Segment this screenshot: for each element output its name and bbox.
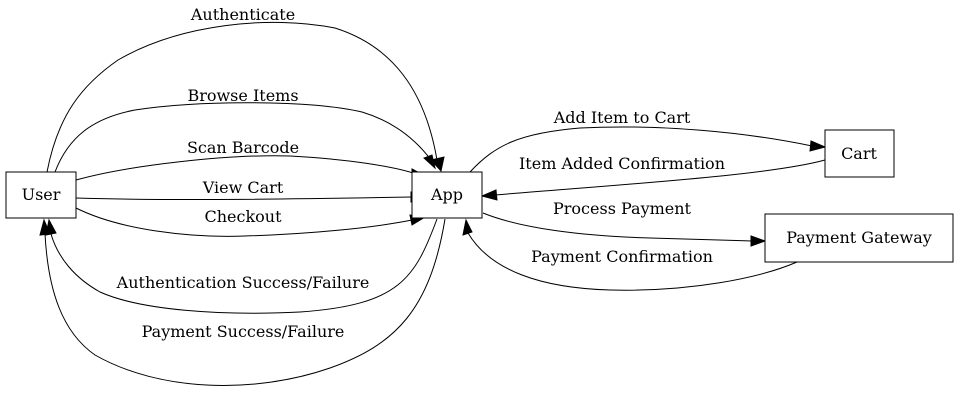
node-cart: Cart xyxy=(824,129,895,178)
edge-label-process-payment: Process Payment xyxy=(553,199,692,218)
edge-add-item: Add Item to Cart xyxy=(469,108,827,173)
edge-label-item-added: Item Added Confirmation xyxy=(519,154,725,173)
node-label-payment-gateway: Payment Gateway xyxy=(786,228,932,247)
edge-checkout: Checkout xyxy=(75,207,427,237)
node-label-user: User xyxy=(22,185,61,204)
edge-label-browse-items: Browse Items xyxy=(187,86,298,105)
edge-label-checkout: Checkout xyxy=(204,207,282,226)
edge-auth-result: Authentication Success/Failure xyxy=(45,218,438,314)
edge-label-auth-result: Authentication Success/Failure xyxy=(116,273,370,292)
edge-item-added: Item Added Confirmation xyxy=(480,154,826,201)
edge-label-add-item: Add Item to Cart xyxy=(553,108,691,127)
edge-view-cart: View Cart xyxy=(75,178,427,203)
node-label-app: App xyxy=(430,185,463,204)
edge-label-payment-result: Payment Success/Failure xyxy=(142,322,345,341)
edge-payment-confirmation: Payment Confirmation xyxy=(462,218,798,291)
edge-label-scan-barcode: Scan Barcode xyxy=(187,138,299,157)
edge-label-view-cart: View Cart xyxy=(202,178,284,197)
edge-label-payment-confirmation: Payment Confirmation xyxy=(531,247,713,266)
edge-label-authenticate: Authenticate xyxy=(190,5,295,24)
edge-process-payment: Process Payment xyxy=(482,199,767,247)
node-user: User xyxy=(5,171,77,219)
edge-scan-barcode: Scan Barcode xyxy=(75,138,427,181)
edge-payment-result: Payment Success/Failure xyxy=(39,218,446,386)
node-payment-gateway: Payment Gateway xyxy=(764,213,954,263)
edge-authenticate: Authenticate xyxy=(46,5,445,173)
node-label-cart: Cart xyxy=(841,144,877,163)
edge-browse-items: Browse Items xyxy=(54,86,436,173)
node-app: App xyxy=(411,171,483,219)
